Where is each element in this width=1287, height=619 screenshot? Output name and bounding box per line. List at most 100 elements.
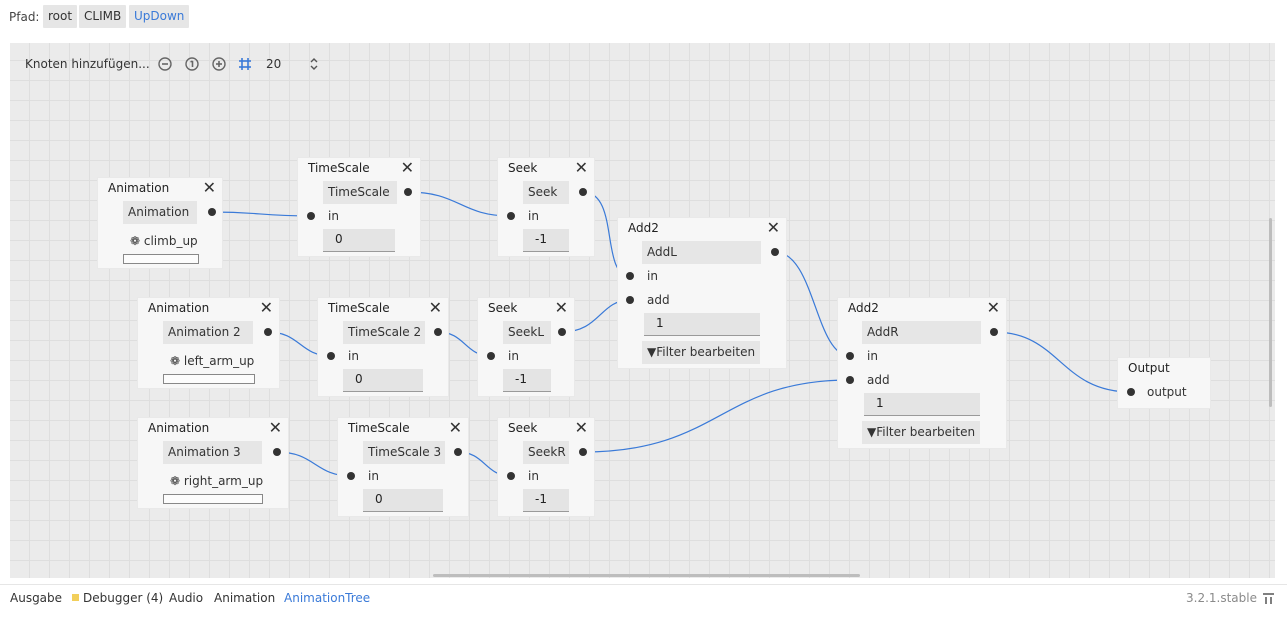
node-title: Seek (508, 161, 538, 175)
close-icon[interactable]: ✕ (574, 418, 588, 437)
scale-spinbox[interactable]: 0 (323, 229, 395, 252)
stepper-icon[interactable] (307, 57, 321, 71)
node-name-field[interactable]: SeekR (523, 441, 569, 464)
link-anim1-ts1 (211, 211, 312, 217)
node-seek-3[interactable]: Seek ✕ SeekR in -1 (498, 418, 594, 516)
node-title: Output (1128, 361, 1170, 375)
edit-filters-button[interactable]: ▼Filter bearbeiten (862, 421, 980, 444)
output-port[interactable] (264, 328, 272, 336)
animation-selector[interactable]: ❁ left_arm_up (170, 354, 255, 368)
close-icon[interactable]: ✕ (766, 218, 780, 237)
close-icon[interactable]: ✕ (259, 298, 273, 317)
node-name-field[interactable]: TimeScale 3 (363, 441, 445, 464)
zoom-in-icon[interactable] (212, 57, 226, 71)
close-icon[interactable]: ✕ (986, 298, 1000, 317)
snap-grid-icon[interactable] (238, 57, 252, 71)
input-label: in (867, 349, 878, 363)
input-port[interactable] (487, 352, 495, 360)
seek-position-spinbox[interactable]: -1 (523, 229, 569, 252)
breadcrumb-updown[interactable]: UpDown (129, 5, 190, 28)
close-icon[interactable]: ✕ (554, 298, 568, 317)
tab-animationtree[interactable]: AnimationTree (284, 591, 371, 605)
node-name-field[interactable]: AddR (862, 321, 981, 344)
animation-selector[interactable]: ❁ right_arm_up (170, 474, 264, 488)
output-port[interactable] (990, 328, 998, 336)
horizontal-scrollbar[interactable] (433, 574, 860, 577)
node-add2-right[interactable]: Add2 ✕ AddR in add 1 ▼Filter bearbeiten (838, 298, 1006, 448)
node-timescale-1[interactable]: TimeScale ✕ TimeScale in 0 (298, 158, 420, 256)
breadcrumb-root[interactable]: root (43, 5, 78, 28)
zoom-out-icon[interactable] (158, 57, 172, 71)
tab-audio[interactable]: Audio (169, 591, 204, 605)
node-seek-2[interactable]: Seek ✕ SeekL in -1 (478, 298, 574, 396)
output-port[interactable] (454, 448, 462, 456)
output-port[interactable] (208, 208, 216, 216)
node-name-field[interactable]: Animation (123, 201, 197, 224)
node-name-field[interactable]: Animation 3 (163, 441, 262, 464)
animation-selector[interactable]: ❁ climb_up (130, 234, 198, 248)
tab-animation[interactable]: Animation (214, 591, 276, 605)
scale-spinbox[interactable]: 0 (363, 489, 443, 512)
bottom-panel-divider (0, 584, 1287, 585)
close-icon[interactable]: ✕ (428, 298, 442, 317)
add-node-button[interactable]: Knoten hinzufügen... (25, 57, 150, 71)
close-icon[interactable]: ✕ (202, 178, 216, 197)
node-name-field[interactable]: AddL (642, 241, 761, 264)
input-port-add[interactable] (846, 376, 854, 384)
node-name-field[interactable]: Animation 2 (163, 321, 253, 344)
node-animation-1[interactable]: Animation ✕ Animation ❁ climb_up (98, 178, 222, 268)
snap-step-value[interactable]: 20 (266, 57, 282, 71)
animation-progress-bar (123, 254, 199, 264)
node-add2-left[interactable]: Add2 ✕ AddL in add 1 ▼Filter bearbeiten (618, 218, 786, 368)
output-label: output (1147, 385, 1187, 399)
edit-filters-button[interactable]: ▼Filter bearbeiten (642, 341, 760, 364)
node-animation-2[interactable]: Animation ✕ Animation 2 ❁ left_arm_up (138, 298, 279, 388)
close-icon[interactable]: ✕ (268, 418, 282, 437)
node-title: Seek (488, 301, 518, 315)
breadcrumb-climb[interactable]: CLIMB (79, 5, 127, 28)
add-amount-spinbox[interactable]: 1 (644, 313, 760, 336)
close-icon[interactable]: ✕ (448, 418, 462, 437)
input-port-add[interactable] (626, 296, 634, 304)
output-port[interactable] (579, 188, 587, 196)
input-port[interactable] (507, 472, 515, 480)
node-seek-1[interactable]: Seek ✕ Seek in -1 (498, 158, 594, 256)
input-port[interactable] (507, 212, 515, 220)
node-timescale-3[interactable]: TimeScale ✕ TimeScale 3 in 0 (338, 418, 468, 516)
vertical-scrollbar[interactable] (1269, 218, 1272, 407)
node-timescale-2[interactable]: TimeScale ✕ TimeScale 2 in 0 (318, 298, 448, 396)
output-port[interactable] (404, 188, 412, 196)
add-amount-spinbox[interactable]: 1 (864, 393, 980, 416)
zoom-reset-icon[interactable] (185, 57, 199, 71)
node-animation-3[interactable]: Animation ✕ Animation 3 ❁ right_arm_up (138, 418, 288, 508)
input-port[interactable] (327, 352, 335, 360)
tab-debugger[interactable]: Debugger (4) (72, 591, 163, 605)
node-name-field[interactable]: SeekL (503, 321, 551, 344)
input-label: in (647, 269, 658, 283)
close-icon[interactable]: ✕ (400, 158, 414, 177)
input-port[interactable] (1127, 388, 1135, 396)
output-port[interactable] (434, 328, 442, 336)
output-port[interactable] (579, 448, 587, 456)
output-port[interactable] (273, 448, 281, 456)
tab-output[interactable]: Ausgabe (10, 591, 63, 605)
node-title: Add2 (628, 221, 659, 235)
expand-panel-icon[interactable] (1262, 592, 1275, 605)
output-port[interactable] (771, 248, 779, 256)
input-port-in[interactable] (846, 352, 854, 360)
close-icon[interactable]: ✕ (574, 158, 588, 177)
seek-position-spinbox[interactable]: -1 (503, 369, 551, 392)
seek-position-spinbox[interactable]: -1 (523, 489, 569, 512)
scale-spinbox[interactable]: 0 (343, 369, 423, 392)
filter-icon: ▼ (647, 345, 657, 359)
input-port[interactable] (307, 212, 315, 220)
node-name-field[interactable]: Seek (523, 181, 569, 204)
output-port[interactable] (558, 328, 566, 336)
input-port[interactable] (347, 472, 355, 480)
node-name-field[interactable]: TimeScale (323, 181, 397, 204)
animation-progress-bar (163, 494, 263, 504)
node-name-field[interactable]: TimeScale 2 (343, 321, 425, 344)
input-port-in[interactable] (626, 272, 634, 280)
node-output[interactable]: Output output (1118, 358, 1210, 408)
input-label: in (508, 349, 519, 363)
